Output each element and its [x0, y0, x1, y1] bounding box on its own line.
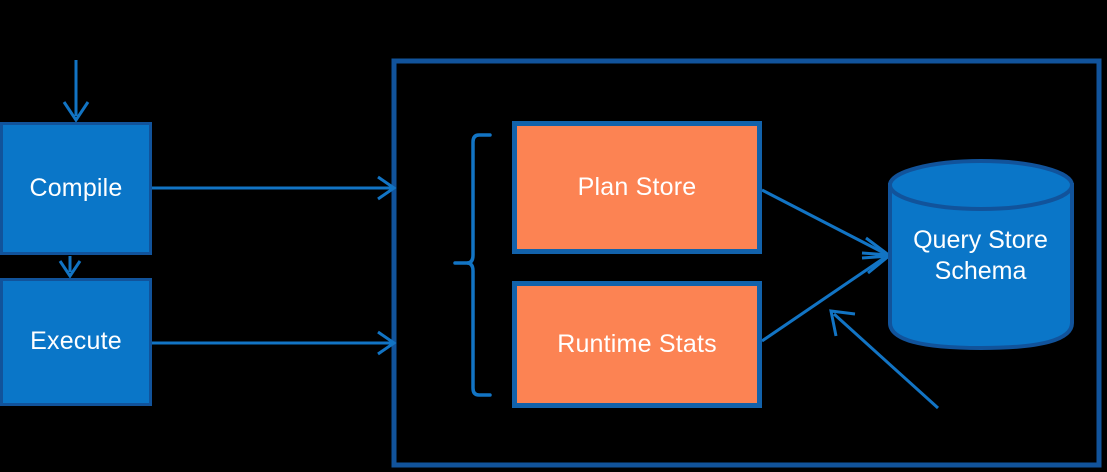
- execute-label: Execute: [30, 327, 122, 356]
- execute-node[interactable]: Execute: [0, 278, 152, 406]
- external-to-schema-arrow: [829, 309, 940, 410]
- runtime-stats-to-schema-arrow: [761, 251, 894, 343]
- runtime-stats-label: Runtime Stats: [557, 329, 717, 358]
- plan-store-node[interactable]: Plan Store: [512, 121, 762, 254]
- query-store-container: [391, 58, 1102, 468]
- runtime-stats-node[interactable]: Runtime Stats: [512, 281, 762, 408]
- compile-to-container-arrow: [152, 175, 397, 201]
- plan-store-to-schema-arrow: [761, 188, 895, 260]
- compile-node[interactable]: Compile: [0, 122, 152, 255]
- compile-to-execute-arrow: [58, 256, 82, 279]
- query-store-schema-label: Query Store Schema: [913, 226, 1048, 285]
- compile-label: Compile: [29, 173, 123, 202]
- plan-store-label: Plan Store: [577, 172, 697, 201]
- left-curly-brace: [453, 133, 492, 397]
- execute-to-container-arrow: [152, 330, 397, 356]
- query-store-schema-cylinder: [888, 159, 1074, 351]
- input-to-compile-arrow: [62, 60, 90, 123]
